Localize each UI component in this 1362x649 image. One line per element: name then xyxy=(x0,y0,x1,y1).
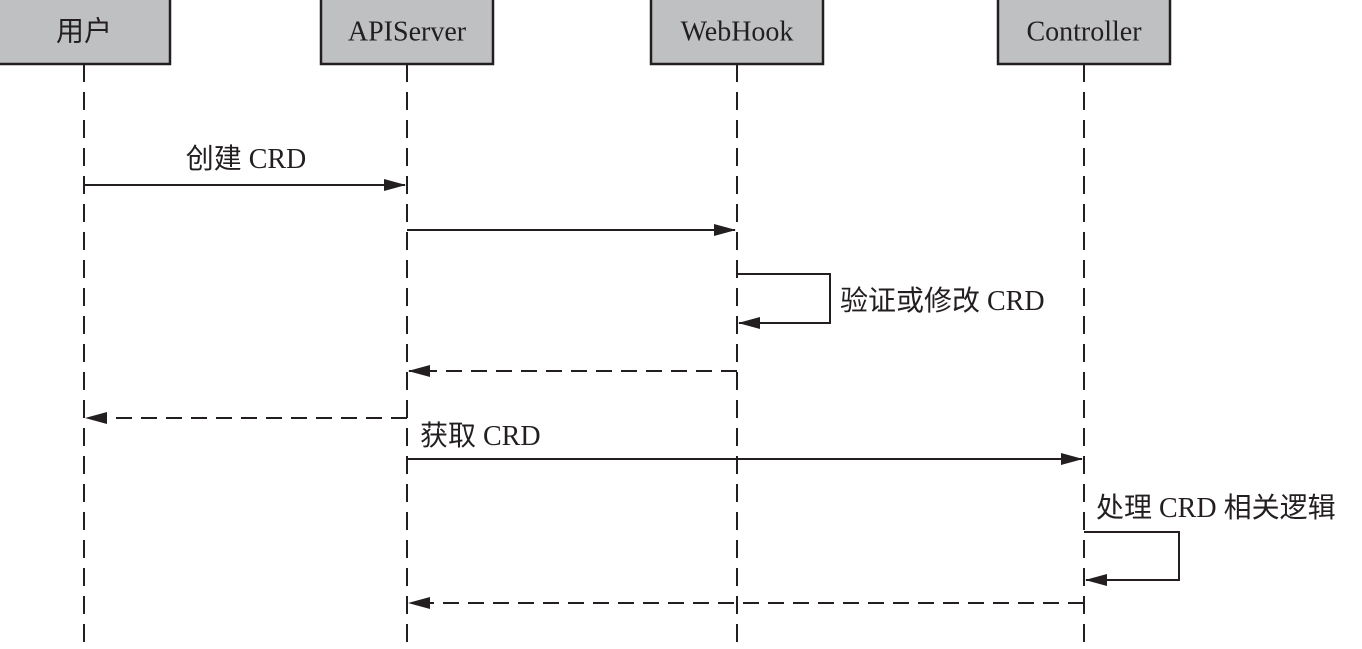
participant-box xyxy=(319,0,495,66)
arrowhead-icon xyxy=(1061,453,1083,465)
arrowhead-icon xyxy=(714,224,736,236)
participant-box xyxy=(0,0,172,66)
participants: 用户 APIServer WebHook Controller xyxy=(0,0,1172,66)
message-label: 创建 CRD xyxy=(186,143,307,175)
message-1: 创建 CRD xyxy=(84,143,406,191)
message-label: 获取 CRD xyxy=(420,420,541,452)
arrowhead-icon xyxy=(408,365,430,377)
arrowhead-icon xyxy=(408,597,430,609)
self-call-line xyxy=(737,273,831,324)
message-8 xyxy=(408,597,1084,609)
participant-webhook: WebHook xyxy=(649,0,825,66)
message-3: 验证或修改 CRD xyxy=(737,273,1045,329)
arrowhead-icon xyxy=(85,412,107,424)
message-4 xyxy=(408,365,737,377)
message-5 xyxy=(85,412,407,424)
message-6: 获取 CRD xyxy=(407,420,1083,465)
participant-box xyxy=(996,0,1172,66)
arrowhead-icon xyxy=(738,317,760,329)
message-7: 处理 CRD 相关逻辑 xyxy=(1084,492,1336,586)
participant-label: APIServer xyxy=(348,17,467,48)
participant-label: WebHook xyxy=(681,17,794,48)
participant-controller: Controller xyxy=(996,0,1172,66)
participant-apiserver: APIServer xyxy=(319,0,495,66)
messages: 创建 CRD 验证或修改 CRD 获取 CRD 处理 CRD 相关逻辑 xyxy=(84,143,1336,609)
message-2 xyxy=(407,224,736,236)
self-call-line xyxy=(1084,531,1180,581)
participant-box xyxy=(649,0,825,66)
message-label: 验证或修改 CRD xyxy=(840,285,1045,317)
message-label: 处理 CRD 相关逻辑 xyxy=(1096,492,1336,524)
arrowhead-icon xyxy=(1085,574,1107,586)
participant-user: 用户 xyxy=(0,0,172,66)
lifelines xyxy=(83,64,1085,649)
participant-label: Controller xyxy=(1026,17,1142,48)
participant-label: 用户 xyxy=(56,16,112,48)
arrowhead-icon xyxy=(384,179,406,191)
